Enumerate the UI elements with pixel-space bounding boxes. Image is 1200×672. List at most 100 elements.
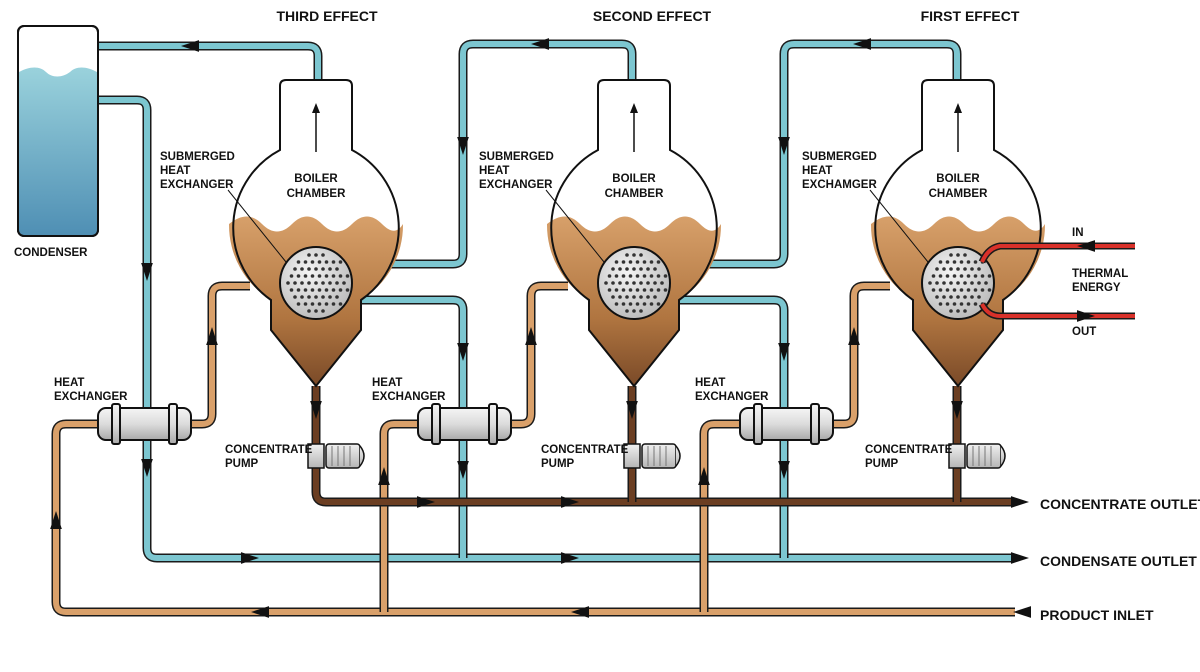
arrow-condenser-down xyxy=(141,263,153,281)
submerged-label-line2: HEAT xyxy=(802,165,832,177)
arrow-condensate-2 xyxy=(561,552,579,564)
concentrate-outlet-label: CONCENTRATE OUTLET xyxy=(1040,496,1200,512)
evaporator-units xyxy=(97,79,1046,469)
submerged-label-line3: EXCHANGER xyxy=(160,179,234,191)
arrow-vapor-to-condenser xyxy=(181,40,199,52)
submerged-label-line3: EXCHANGER xyxy=(479,179,553,191)
concentrate-pump-second xyxy=(623,443,681,469)
heat-exchanger-label-line2: EXCHANGER xyxy=(54,391,128,403)
concentrate-pump-label-line1: CONCENTRATE xyxy=(225,444,313,456)
boiler-chamber-label-line2: CHAMBER xyxy=(929,188,988,200)
arrow-product-second-up xyxy=(525,327,537,345)
thermal-energy-label-line1: THERMAL xyxy=(1072,268,1128,280)
boiler-chamber-label-line1: BOILER xyxy=(294,173,338,185)
vapor-pipe-first-to-second xyxy=(668,41,960,267)
arrow-vapor-second xyxy=(531,38,549,50)
arrow-condensate-third xyxy=(457,343,469,361)
boiler-chamber-label-line2: CHAMBER xyxy=(605,188,664,200)
condensate-pipe-third xyxy=(348,297,466,558)
arrow-vapor-second-down xyxy=(457,137,469,155)
thermal-energy-label-line2: ENERGY xyxy=(1072,282,1121,294)
first-effect-title: FIRST EFFECT xyxy=(921,8,1020,24)
vapor-pipe-third-to-condenser-outline xyxy=(98,41,323,82)
condenser: CONDENSER xyxy=(14,25,99,259)
third-effect-labels: SUBMERGED HEAT EXCHANGER BOILER CHAMBER … xyxy=(54,151,346,470)
arrow-product-inlet-up xyxy=(50,511,62,529)
arrow-concentrate-1 xyxy=(417,496,435,508)
product-pipe-second-feed-outline xyxy=(511,281,568,429)
second-effect-title: SECOND EFFECT xyxy=(593,8,712,24)
submerged-label-line3: EXCHAMGER xyxy=(802,179,877,191)
boiler-chamber-label-line1: BOILER xyxy=(612,173,656,185)
arrow-thermal-out xyxy=(1077,310,1095,322)
heat-exchanger-first xyxy=(739,403,834,445)
condensate-main-pipe xyxy=(98,97,1015,561)
heat-exchanger-third xyxy=(97,403,192,445)
vapor-rise-arrow xyxy=(312,103,320,113)
submerged-label-line1: SUBMERGED xyxy=(802,151,877,163)
concentrate-pump-first xyxy=(948,443,1006,469)
condensate-main-pipe-outline xyxy=(98,95,1015,563)
product-branch-first xyxy=(701,421,740,612)
pipe-network xyxy=(51,39,1015,617)
thermal-out-label: OUT xyxy=(1072,326,1096,338)
arrow-condensate-1 xyxy=(241,552,259,564)
boiler-outline xyxy=(232,79,400,388)
arrow-product-inlet-3 xyxy=(1013,606,1031,618)
vapor-pipe-third-to-condenser xyxy=(98,43,321,82)
arrow-vapor-first-down xyxy=(778,137,790,155)
condenser-label: CONDENSER xyxy=(14,247,88,259)
heat-exchanger-label-line2: EXCHANGER xyxy=(695,391,769,403)
arrow-concentrate-third-down xyxy=(310,401,322,419)
arrow-condensate-second xyxy=(778,343,790,361)
product-branch-second-outline xyxy=(379,419,418,612)
arrow-condenser-down-2 xyxy=(141,459,153,477)
arrow-product-first-up xyxy=(848,327,860,345)
flow-arrows xyxy=(50,38,1095,618)
pipe-network-front xyxy=(978,242,1135,320)
concentrate-pump-third xyxy=(307,443,365,469)
arrow-product-inlet-1 xyxy=(251,606,269,618)
product-pipe-third-feed-outline xyxy=(191,281,250,429)
submerged-heat-exchanger xyxy=(921,246,995,320)
product-branch-second xyxy=(381,421,418,612)
vapor-pipe-second-to-third xyxy=(348,41,635,267)
concentrate-pump-label-line2: PUMP xyxy=(865,458,899,470)
arrow-product-branch-first-up xyxy=(698,467,710,485)
second-effect-boiler xyxy=(545,79,722,388)
arrow-concentrate-outlet xyxy=(1011,496,1029,508)
boiler-outline xyxy=(550,79,718,388)
first-effect-labels: SUBMERGED HEAT EXCHAMGER BOILER CHAMBER … xyxy=(695,151,988,470)
product-inlet-label: PRODUCT INLET xyxy=(1040,607,1154,623)
product-pipe-first-feed xyxy=(833,283,890,427)
thermal-in-label: IN xyxy=(1072,227,1084,239)
concentrate-pump-label-line1: CONCENTRATE xyxy=(541,444,629,456)
arrow-condensate-second-2 xyxy=(778,461,790,479)
arrow-concentrate-2 xyxy=(561,496,579,508)
submerged-heat-exchanger xyxy=(597,246,671,320)
third-effect-title: THIRD EFFECT xyxy=(276,8,378,24)
concentrate-main-pipe xyxy=(313,386,1015,505)
arrow-condensate-outlet xyxy=(1011,552,1029,564)
thermal-energy-out-pipe xyxy=(980,303,1135,318)
thermal-energy-in-pipe xyxy=(980,244,1135,263)
vapor-rise-arrow xyxy=(630,103,638,113)
condensate-outlet-label: CONDENSATE OUTLET xyxy=(1040,553,1197,569)
arrow-thermal-in xyxy=(1077,240,1095,252)
heat-exchanger-label-line1: HEAT xyxy=(695,377,725,389)
heat-exchanger-label-line1: HEAT xyxy=(54,377,84,389)
concentrate-pump-label-line2: PUMP xyxy=(225,458,259,470)
arrow-product-third-up xyxy=(206,327,218,345)
submerged-heat-exchanger xyxy=(279,246,353,320)
boiler-chamber-label-line1: BOILER xyxy=(936,173,980,185)
submerged-label-line1: SUBMERGED xyxy=(160,151,235,163)
heat-exchanger-second xyxy=(417,403,512,445)
concentrate-pump-label-line1: CONCENTRATE xyxy=(865,444,953,456)
arrow-vapor-first xyxy=(853,38,871,50)
heat-exchanger-label-line2: EXCHANGER xyxy=(372,391,446,403)
heat-exchanger-label-line1: HEAT xyxy=(372,377,402,389)
submerged-label-line2: HEAT xyxy=(160,165,190,177)
third-effect-boiler xyxy=(227,79,404,388)
second-effect-labels: SUBMERGED HEAT EXCHANGER BOILER CHAMBER … xyxy=(372,151,664,470)
